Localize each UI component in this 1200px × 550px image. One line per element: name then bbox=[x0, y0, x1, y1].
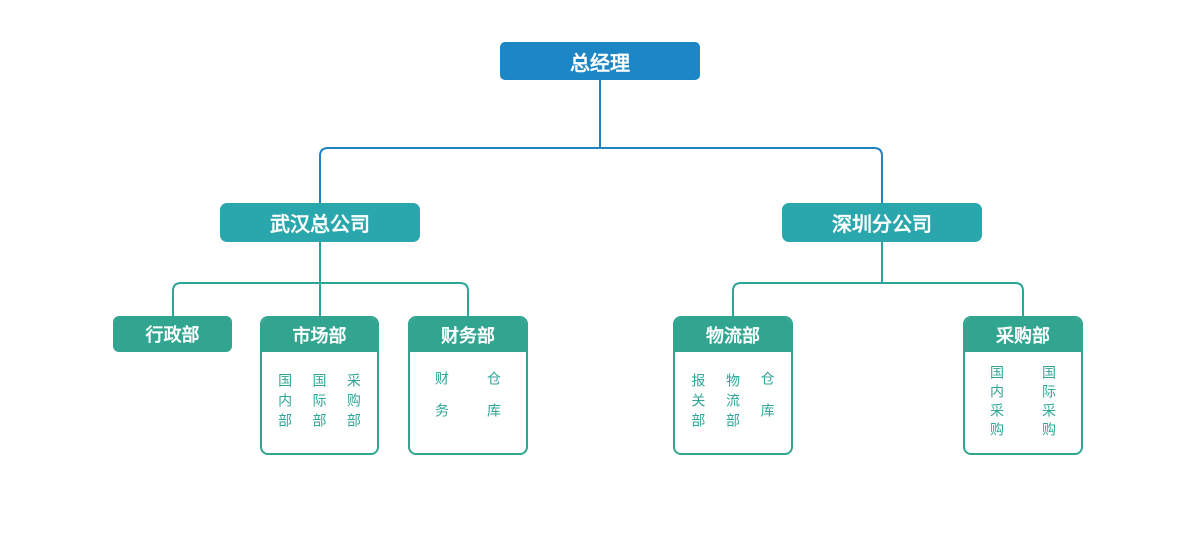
dept-market-header[interactable]: 市场部 bbox=[262, 318, 377, 352]
team-item: 国内采购 bbox=[989, 364, 1005, 441]
dept-logistics-header[interactable]: 物流部 bbox=[675, 318, 791, 352]
team-item: 物流部 bbox=[724, 372, 741, 433]
node-branch-shenzhen[interactable]: 深圳分公司 bbox=[782, 203, 982, 242]
connector-wuhan-to-departments bbox=[172, 242, 469, 316]
node-dept-market-card[interactable]: 市场部 国内部 国际部 采购部 bbox=[260, 316, 379, 455]
node-general-manager[interactable]: 总经理 bbox=[500, 42, 700, 80]
team-item: 仓库 bbox=[486, 370, 502, 435]
team-item: 国际部 bbox=[311, 372, 328, 433]
team-item: 国内部 bbox=[277, 372, 294, 433]
node-branch-wuhan[interactable]: 武汉总公司 bbox=[220, 203, 420, 242]
node-dept-admin[interactable]: 行政部 bbox=[113, 316, 232, 352]
dept-market-teams: 国内部 国际部 采购部 bbox=[262, 352, 377, 453]
team-item: 国际采购 bbox=[1041, 364, 1057, 441]
team-item: 仓库 bbox=[759, 370, 776, 435]
node-dept-finance-card[interactable]: 财务部 财务 仓库 bbox=[408, 316, 528, 455]
dept-finance-teams: 财务 仓库 bbox=[410, 352, 526, 453]
dept-purchase-header[interactable]: 采购部 bbox=[965, 318, 1081, 352]
dept-purchase-teams: 国内采购 国际采购 bbox=[965, 352, 1081, 453]
dept-finance-header[interactable]: 财务部 bbox=[410, 318, 526, 352]
node-dept-purchase-card[interactable]: 采购部 国内采购 国际采购 bbox=[963, 316, 1083, 455]
team-item: 财务 bbox=[434, 370, 450, 435]
connector-shenzhen-to-departments bbox=[732, 242, 1024, 316]
team-item: 报关部 bbox=[690, 372, 707, 433]
team-item: 采购部 bbox=[345, 372, 362, 433]
node-dept-logistics-card[interactable]: 物流部 报关部 物流部 仓库 bbox=[673, 316, 793, 455]
connector-root-to-branches bbox=[319, 80, 883, 203]
dept-logistics-teams: 报关部 物流部 仓库 bbox=[675, 352, 791, 453]
